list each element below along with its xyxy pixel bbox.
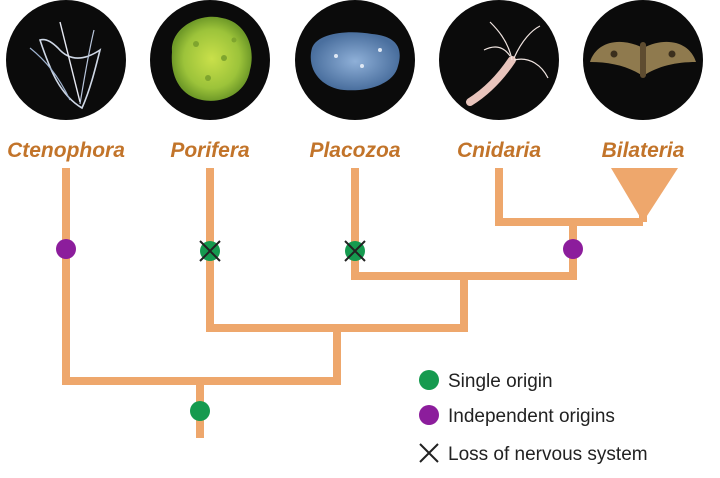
legend-loss-label: Loss of nervous system xyxy=(448,444,648,465)
independent-origin-marker-ctenophora xyxy=(56,239,76,259)
loss-marker-porifera xyxy=(199,240,221,262)
legend-independent-origin-dot xyxy=(419,405,439,425)
hydra-photo xyxy=(439,0,559,120)
placozoan-photo xyxy=(295,0,415,120)
legend-independent-origins-label: Independent origins xyxy=(448,406,615,427)
comb-jelly-photo xyxy=(6,0,126,120)
taxon-label-placozoa: Placozoa xyxy=(309,139,400,162)
sponge-photo xyxy=(150,0,270,120)
markers xyxy=(56,239,583,421)
legend-loss-x-icon xyxy=(419,443,439,463)
taxon-label-porifera: Porifera xyxy=(170,139,250,162)
taxon-label-bilateria: Bilateria xyxy=(602,139,685,162)
legend-single-origin-label: Single origin xyxy=(448,371,553,392)
taxon-label-cnidaria: Cnidaria xyxy=(457,139,541,162)
single-origin-marker-root xyxy=(190,401,210,421)
taxon-label-ctenophora: Ctenophora xyxy=(7,139,125,162)
bilateria-triangle xyxy=(611,168,678,222)
tree-branches xyxy=(62,168,678,438)
legend-single-origin-dot xyxy=(419,370,439,390)
legend: Single origin Independent origins Loss o… xyxy=(419,370,648,465)
loss-marker-placozoa xyxy=(344,240,366,262)
moth-photo xyxy=(583,0,703,120)
independent-origin-marker-cnidaria-bilateria xyxy=(563,239,583,259)
